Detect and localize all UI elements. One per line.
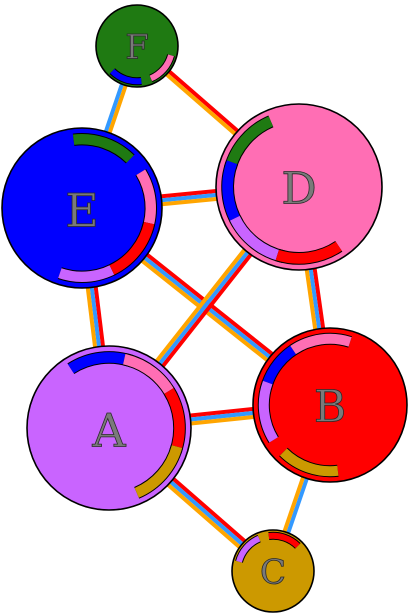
node-arc-c	[279, 448, 339, 477]
node-arc-b	[275, 241, 342, 264]
node-arc-b	[164, 388, 185, 454]
node-b[interactable]: B	[252, 327, 408, 483]
node-d[interactable]: D	[215, 103, 383, 271]
node-label: A	[91, 403, 126, 457]
node-arc-a	[258, 380, 279, 443]
node-arc-d	[290, 333, 352, 355]
node-circle[interactable]	[231, 529, 315, 613]
node-arc-d	[149, 54, 174, 82]
node-arc-f	[224, 116, 274, 170]
node-label: E	[65, 183, 99, 237]
node-arc-f	[72, 134, 134, 163]
node-arc-b	[109, 221, 155, 275]
node-arc-c	[134, 445, 183, 498]
node-label: C	[260, 553, 286, 593]
node-label: D	[281, 164, 316, 215]
node-circle[interactable]	[215, 103, 383, 271]
node-circle[interactable]	[252, 327, 408, 483]
node-circle[interactable]	[26, 345, 192, 511]
node-arc-e	[110, 68, 142, 85]
node-c[interactable]: C	[231, 529, 315, 613]
node-f[interactable]: F	[95, 4, 179, 88]
node-e[interactable]: E	[1, 127, 163, 289]
node-arc-b	[268, 532, 300, 549]
node-circle[interactable]	[1, 127, 163, 289]
node-a[interactable]: A	[26, 345, 192, 511]
node-label: F	[125, 28, 149, 68]
nodes-layer: F E D A B C	[1, 4, 408, 613]
node-label: B	[314, 382, 346, 433]
node-arc-a	[236, 535, 261, 563]
node-circle[interactable]	[95, 4, 179, 88]
